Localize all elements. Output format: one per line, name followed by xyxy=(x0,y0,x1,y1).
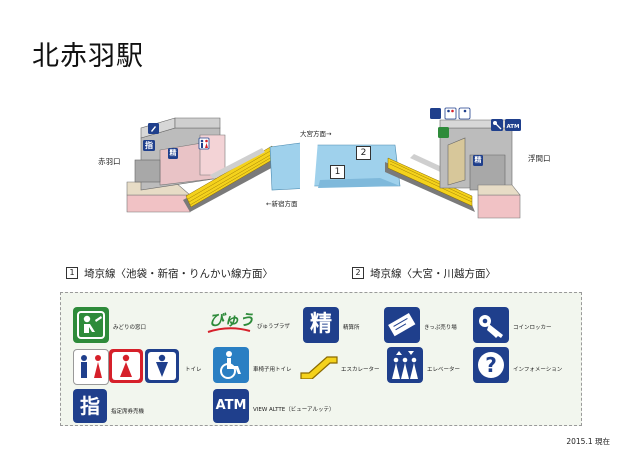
wheelchair-toilet-icon xyxy=(213,347,249,383)
map-shitei-icon: 指 xyxy=(145,141,153,150)
line-1-text: 埼京線〈池袋・新宿・りんかい線方面〉 xyxy=(84,268,273,280)
toilet-male-icon xyxy=(145,349,179,383)
seisan-icon: 精 xyxy=(303,307,339,343)
map-seisan-icon: 精 xyxy=(169,149,177,157)
platform-2-marker: 2 xyxy=(356,146,371,160)
direction-omiya-label: 大宮方面→ xyxy=(300,130,332,138)
seisan-label: 精算所 xyxy=(343,325,360,331)
line-2-number: 2 xyxy=(352,266,364,279)
atm-label: VIEW ALTTE（ビューアルッテ） xyxy=(253,407,335,413)
direction-shinjuku-label: ←新宿方面 xyxy=(266,200,298,208)
information-label: インフォメーション xyxy=(513,367,563,373)
reserved-ticket-machine-label: 指定席券売機 xyxy=(111,409,145,415)
midori-label: みどりの窓口 xyxy=(113,325,147,331)
escalator-label: エスカレーター xyxy=(341,367,380,373)
midori-window-icon xyxy=(73,307,109,343)
line-2-text: 埼京線〈大宮・川越方面〉 xyxy=(370,268,496,280)
page-title: 北赤羽駅 xyxy=(32,41,144,72)
line-1-entry: 1 埼京線〈池袋・新宿・りんかい線方面〉 xyxy=(66,262,273,281)
map-icons-west xyxy=(143,123,210,159)
coin-locker-label: コインロッカー xyxy=(513,325,552,331)
elevator-label: エレベーター xyxy=(427,367,461,373)
ticket-label: きっぷ売り場 xyxy=(424,325,457,331)
toilet-female-icon xyxy=(109,349,143,383)
east-building xyxy=(439,119,521,219)
toilet-label: トイレ xyxy=(185,367,202,373)
information-glyph: ? xyxy=(485,353,497,377)
station-diagram: ATM xyxy=(126,107,521,219)
map-seisan-east-icon: 精 xyxy=(474,156,482,164)
svg-text:ATM: ATM xyxy=(506,124,519,130)
wheelchair-toilet-label: 車椅子用トイレ xyxy=(253,367,292,373)
elevator-icon xyxy=(387,347,423,383)
legend-panel: みどりの窓口 びゅう びゅうプラザ 精 精算所 きっぷ売り場 コインロッカー xyxy=(60,292,582,426)
coin-locker-icon xyxy=(473,307,509,343)
platform-1-marker: 1 xyxy=(330,165,345,179)
toilet-icon xyxy=(73,349,109,385)
reserved-ticket-machine-icon: 指 xyxy=(73,389,107,423)
west-stairs xyxy=(183,145,275,212)
exit-west-label: 赤羽口 xyxy=(98,157,121,166)
line-1-number: 1 xyxy=(66,266,78,279)
exit-east-label: 浮間口 xyxy=(528,154,551,163)
map-icons-east: ATM xyxy=(430,107,521,166)
ticket-icon xyxy=(384,307,420,343)
viewplaza-swoosh-icon xyxy=(207,327,251,333)
information-icon xyxy=(473,347,509,383)
escalator-icon xyxy=(300,356,338,379)
date-note: 2015.1 現在 xyxy=(566,437,610,446)
viewplaza-label: びゅうプラザ xyxy=(257,324,290,330)
viewplaza-logo: びゅう xyxy=(209,311,255,329)
line-2-entry: 2 埼京線〈大宮・川越方面〉 xyxy=(352,262,496,281)
atm-icon: ATM xyxy=(213,389,249,423)
